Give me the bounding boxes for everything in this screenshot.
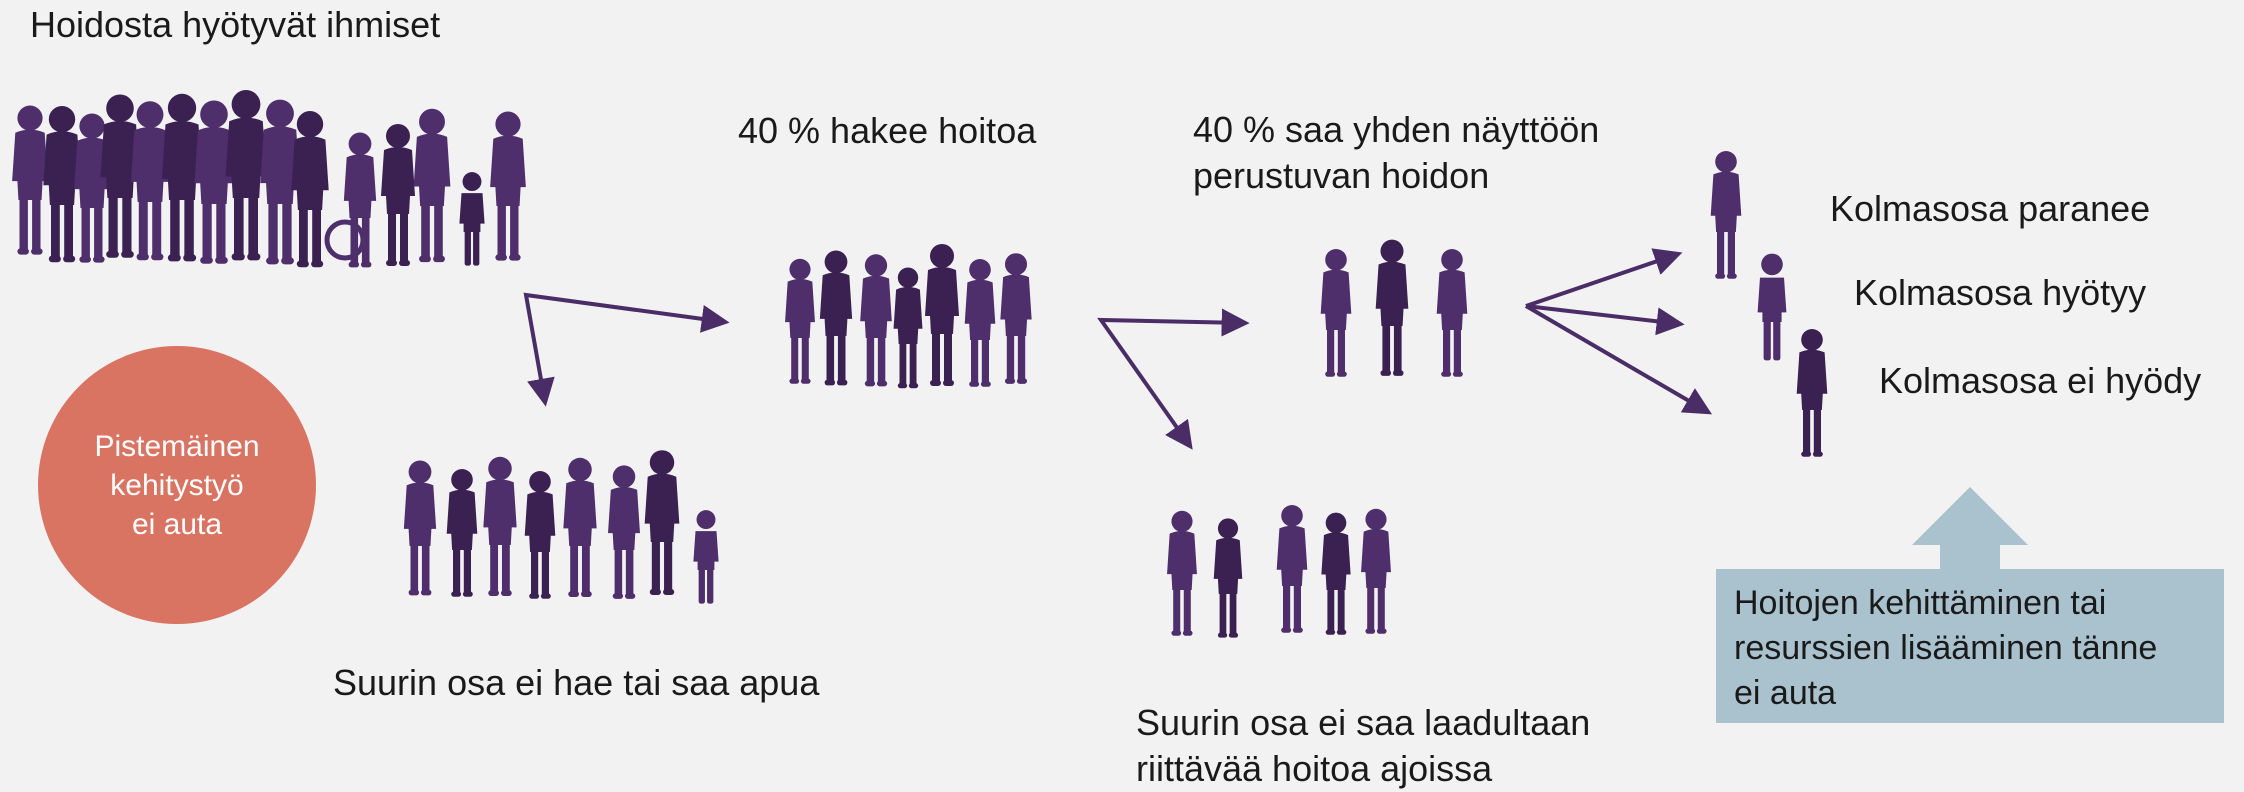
third-recover-label: Kolmasosa paranee <box>1830 188 2151 229</box>
up-arrow-icon <box>1912 487 2028 569</box>
majority-no-quality-label: Suurin osa ei saa laadultaan riittävää h… <box>1136 700 1590 792</box>
people-title: Hoidosta hyötyvät ihmiset <box>30 4 441 45</box>
circle-line-3: ei auta <box>131 507 223 541</box>
people-group-icon <box>12 89 526 268</box>
circle-line-1: Pistemäinen <box>94 429 260 463</box>
callout-line-3: ei auta <box>1734 674 1837 712</box>
one-evidence-care-line-2: perustuvan hoidon <box>1193 155 1490 196</box>
people-group-icon <box>785 244 1032 389</box>
third-no-benefit-label: Kolmasosa ei hyödy <box>1879 360 2202 401</box>
people-group-icon <box>1167 505 1391 638</box>
callout-box: Hoitojen kehittäminen tai resurssien lis… <box>1716 569 2224 723</box>
callout-line-1: Hoitojen kehittäminen tai <box>1734 584 2107 622</box>
people-group-icon <box>403 450 719 604</box>
majority-no-quality-line-2: riittävää hoitoa ajoissa <box>1136 748 1493 789</box>
seek-care-label: 40 % hakee hoitoa <box>738 110 1037 151</box>
majority-no-quality-line-1: Suurin osa ei saa laadultaan <box>1136 702 1591 743</box>
majority-no-help-label: Suurin osa ei hae tai saa apua <box>333 662 820 703</box>
people-group-icon <box>1710 151 1828 457</box>
no-help-circle: Pistemäinen kehitystyö ei auta <box>38 346 316 624</box>
one-evidence-care-line-1: 40 % saa yhden näyttöön <box>1193 109 1600 150</box>
circle-line-2: kehitystyö <box>110 468 244 502</box>
one-evidence-care-label: 40 % saa yhden näyttöön perustuvan hoido… <box>1193 107 1599 199</box>
arrow-icon <box>523 248 1713 450</box>
third-benefit-label: Kolmasosa hyötyy <box>1854 272 2147 313</box>
callout-line-2: resurssien lisääminen tänne <box>1734 629 2158 667</box>
people-group-icon <box>1320 239 1468 377</box>
